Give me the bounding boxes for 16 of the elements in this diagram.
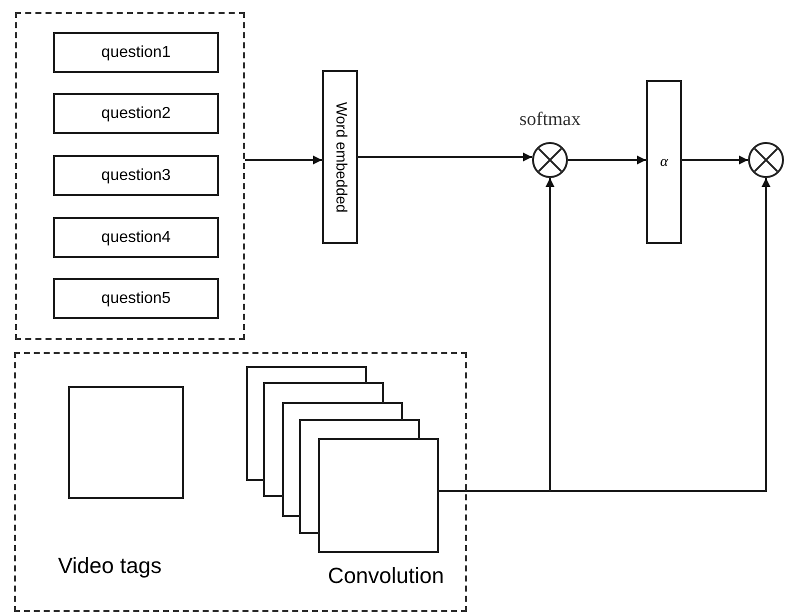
question-box: question5 xyxy=(53,278,219,319)
block-label: Convolution xyxy=(328,562,444,590)
arrow xyxy=(682,156,748,164)
attention-weight-box: α xyxy=(646,80,682,244)
arrow xyxy=(245,156,322,164)
dashed-group-box xyxy=(14,352,467,612)
question-box: question2 xyxy=(53,93,219,134)
question-box: question1 xyxy=(53,32,219,73)
question-box: question3 xyxy=(53,155,219,196)
block-label: Video tags xyxy=(58,552,162,580)
dashed-group-box xyxy=(15,12,245,340)
arrow xyxy=(358,152,532,162)
operation-label: softmax xyxy=(519,108,581,132)
embedding-box: Word embedded xyxy=(322,70,358,244)
arrow xyxy=(568,156,646,164)
question-box: question4 xyxy=(53,217,219,258)
